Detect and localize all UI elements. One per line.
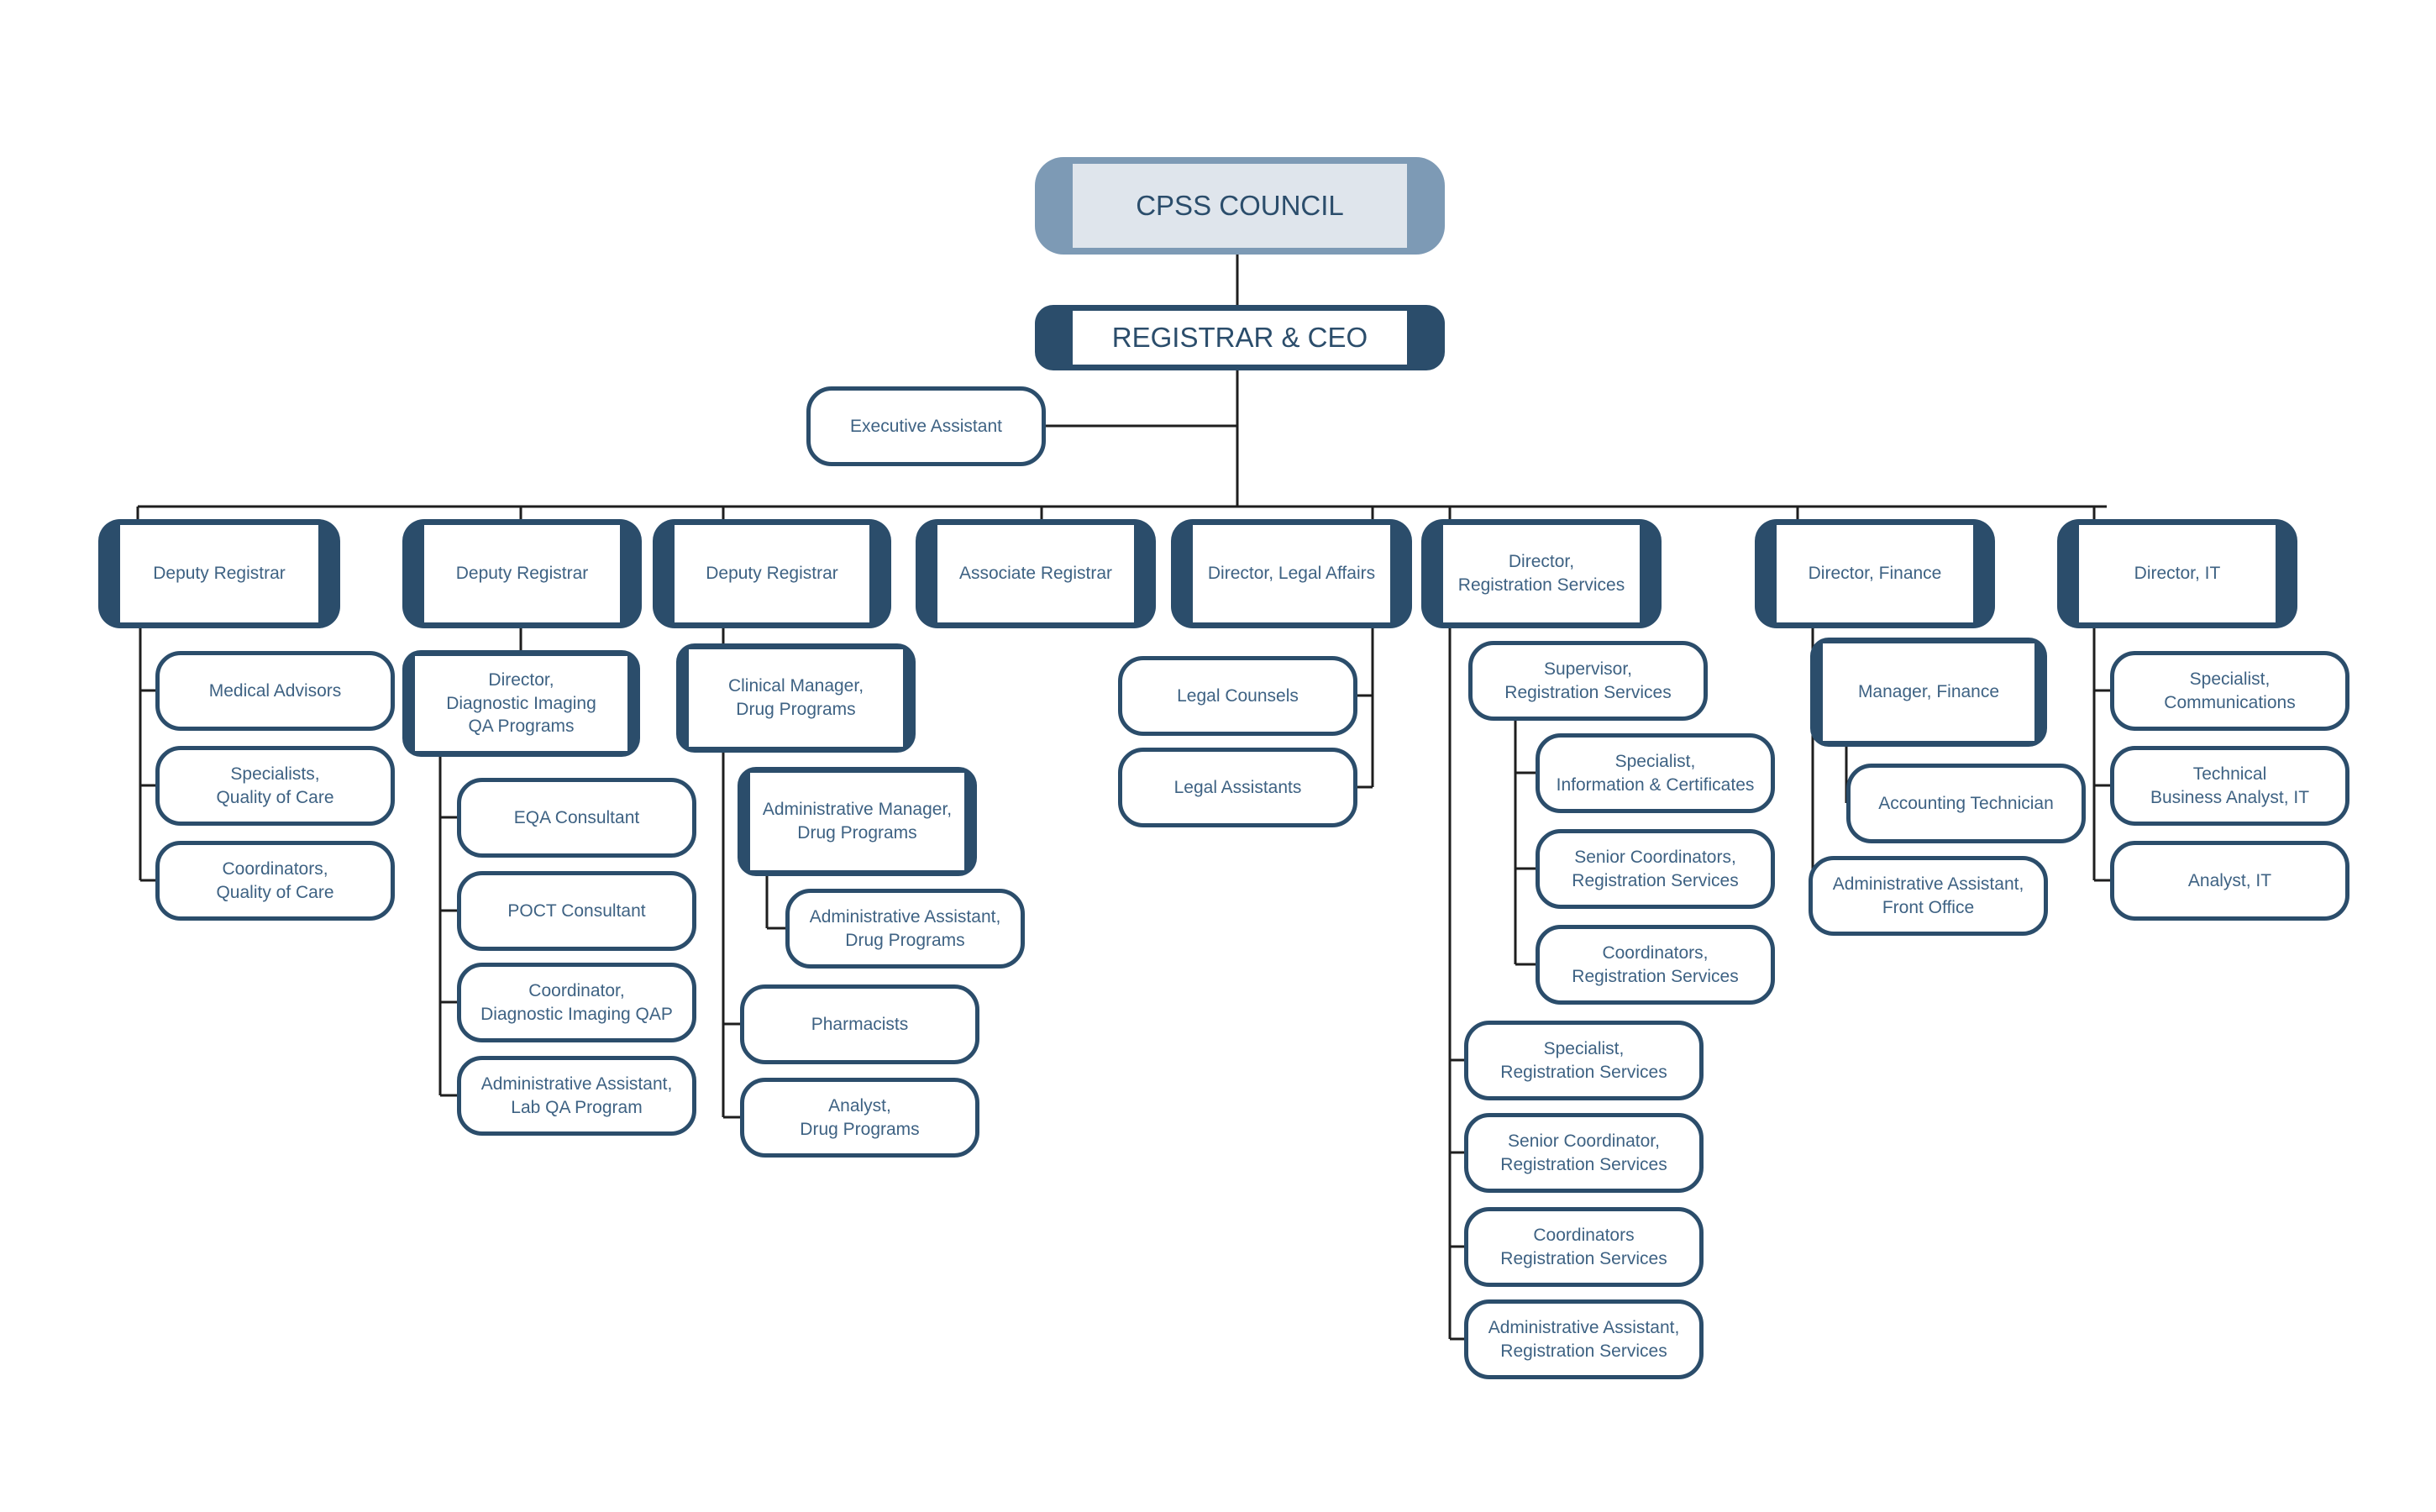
admin-assistant-lab-qa-box: Administrative Assistant, Lab QA Program (457, 1056, 696, 1136)
coordinators-quality-of-care-box: Coordinators, Quality of Care (155, 841, 395, 921)
administrative-manager-drug-programs-label: Administrative Manager, Drug Programs (750, 773, 964, 870)
pharmacists-box: Pharmacists (740, 984, 979, 1064)
associate-registrar-box: Associate Registrar (916, 519, 1156, 628)
analyst-drug-programs-box: Analyst, Drug Programs (740, 1078, 979, 1158)
director-finance-box: Director, Finance (1755, 519, 1995, 628)
director-registration-services-label: Director, Registration Services (1443, 525, 1640, 622)
council-label: CPSS COUNCIL (1073, 164, 1407, 248)
director-legal-affairs-box: Director, Legal Affairs (1171, 519, 1412, 628)
director-registration-services-box: Director, Registration Services (1421, 519, 1662, 628)
manager-finance-label: Manager, Finance (1823, 643, 2034, 741)
senior-coordinators-registration-box: Senior Coordinators, Registration Servic… (1536, 829, 1775, 909)
coordinators-registration-services-box: Coordinators Registration Services (1464, 1207, 1704, 1287)
specialist-communications-box: Specialist, Communications (2110, 651, 2349, 731)
director-it-box: Director, IT (2057, 519, 2297, 628)
admin-assistant-registration-box: Administrative Assistant, Registration S… (1464, 1299, 1704, 1379)
admin-assistant-drug-programs-box: Administrative Assistant, Drug Programs (785, 889, 1025, 969)
eqa-consultant-box: EQA Consultant (457, 778, 696, 858)
deputy-registrar-2-box: Deputy Registrar (402, 519, 642, 628)
executive-assistant-box: Executive Assistant (806, 386, 1046, 466)
specialists-quality-of-care-box: Specialists, Quality of Care (155, 746, 395, 826)
legal-assistants-box: Legal Assistants (1118, 748, 1357, 827)
coordinator-diagnostic-imaging-box: Coordinator, Diagnostic Imaging QAP (457, 963, 696, 1042)
specialist-registration-services-box: Specialist, Registration Services (1464, 1021, 1704, 1100)
director-it-label: Director, IT (2079, 525, 2276, 622)
technical-business-analyst-box: Technical Business Analyst, IT (2110, 746, 2349, 826)
poct-consultant-box: POCT Consultant (457, 871, 696, 951)
council-box: CPSS COUNCIL (1035, 157, 1445, 255)
administrative-manager-drug-programs-box: Administrative Manager, Drug Programs (738, 767, 977, 876)
specialist-information-certificates-box: Specialist, Information & Certificates (1536, 733, 1775, 813)
clinical-manager-drug-programs-box: Clinical Manager, Drug Programs (676, 643, 916, 753)
director-legal-affairs-label: Director, Legal Affairs (1193, 525, 1390, 622)
supervisor-registration-services-box: Supervisor, Registration Services (1468, 641, 1708, 721)
ceo-label: REGISTRAR & CEO (1073, 311, 1407, 365)
deputy-registrar-2-label: Deputy Registrar (424, 525, 620, 622)
associate-registrar-label: Associate Registrar (937, 525, 1134, 622)
deputy-registrar-3-box: Deputy Registrar (653, 519, 891, 628)
admin-assistant-front-office-box: Administrative Assistant, Front Office (1809, 856, 2048, 936)
director-diagnostic-imaging-label: Director, Diagnostic Imaging QA Programs (415, 656, 627, 751)
manager-finance-box: Manager, Finance (1810, 638, 2047, 747)
deputy-registrar-3-label: Deputy Registrar (675, 525, 869, 622)
deputy-registrar-1-box: Deputy Registrar (98, 519, 340, 628)
deputy-registrar-1-label: Deputy Registrar (120, 525, 318, 622)
director-finance-label: Director, Finance (1777, 525, 1973, 622)
legal-counsels-box: Legal Counsels (1118, 656, 1357, 736)
medical-advisors-box: Medical Advisors (155, 651, 395, 731)
senior-coordinator-registration-box: Senior Coordinator, Registration Service… (1464, 1113, 1704, 1193)
analyst-it-box: Analyst, IT (2110, 841, 2349, 921)
clinical-manager-drug-programs-label: Clinical Manager, Drug Programs (689, 649, 903, 747)
director-diagnostic-imaging-box: Director, Diagnostic Imaging QA Programs (402, 650, 640, 757)
coordinators-registration-box: Coordinators, Registration Services (1536, 925, 1775, 1005)
ceo-box: REGISTRAR & CEO (1035, 305, 1445, 370)
accounting-technician-box: Accounting Technician (1846, 764, 2086, 843)
